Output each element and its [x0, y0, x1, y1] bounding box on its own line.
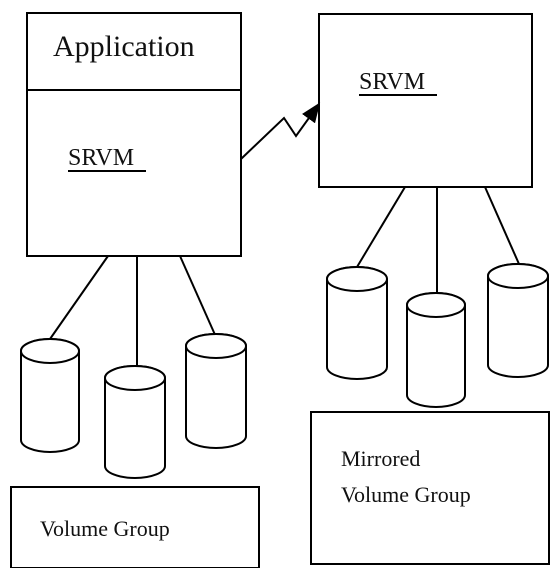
- primary-disk-3: [185, 333, 247, 449]
- mirrored-volume-group-line1: Mirrored: [341, 446, 420, 471]
- volume-group-label: Volume Group: [40, 516, 170, 541]
- mirrored-volume-group-box: Mirrored Volume Group: [310, 411, 550, 565]
- primary-disk-2: [104, 365, 166, 479]
- secondary-disk-3: [487, 263, 549, 378]
- secondary-host: SRVM: [318, 13, 533, 188]
- mirrored-volume-group-line2: Volume Group: [341, 482, 471, 507]
- primary-host-box: [26, 12, 242, 257]
- replication-arrow: [240, 102, 321, 160]
- secondary-disk-link-3: [484, 186, 520, 265]
- secondary-disk-group: [326, 186, 549, 408]
- primary-host: Application SRVM: [26, 12, 242, 257]
- primary-disk-link-1: [49, 255, 109, 340]
- secondary-disk-2: [406, 292, 466, 408]
- primary-disk-group: [20, 255, 247, 479]
- secondary-disk-1: [326, 266, 388, 380]
- secondary-host-box: [318, 13, 533, 188]
- secondary-disk-link-1: [356, 186, 406, 268]
- secondary-srvm-label: SRVM: [359, 69, 425, 95]
- application-label: Application: [53, 30, 195, 63]
- primary-disk-1: [20, 338, 80, 453]
- primary-disk-link-3: [179, 255, 217, 338]
- volume-group-frame: [10, 486, 260, 568]
- primary-srvm-label: SRVM: [68, 145, 134, 171]
- mirrored-volume-group-frame: [310, 411, 550, 565]
- volume-group-box: Volume Group: [10, 486, 260, 568]
